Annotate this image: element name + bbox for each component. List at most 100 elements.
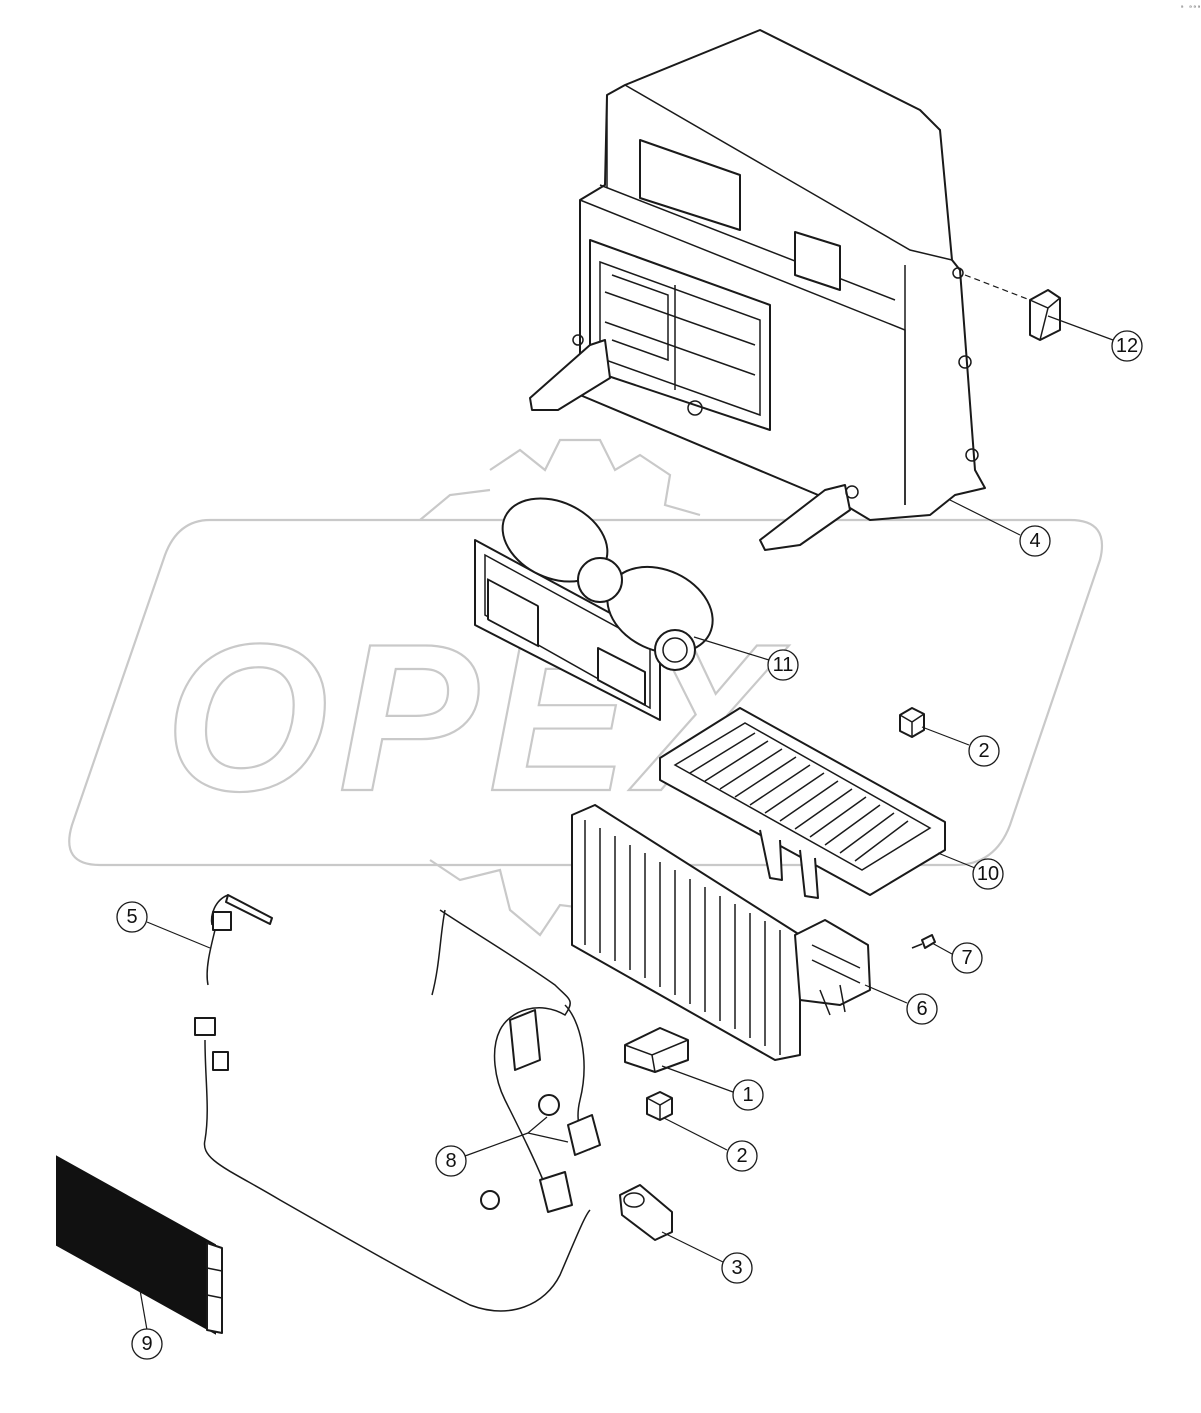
housing-fastener: [845, 485, 859, 499]
thermostat-body: [624, 1027, 689, 1073]
temp-sensor-probe: [225, 894, 273, 925]
leader-2-lower: [663, 1117, 728, 1151]
callout-8: 8: [435, 1145, 467, 1177]
blower-motor: [577, 557, 623, 603]
callout-5: 5: [116, 901, 148, 933]
callout-circle: [1111, 330, 1143, 362]
evaporator-body: [571, 804, 801, 1061]
blower-fan-hub: [662, 637, 688, 663]
filter-panel-face: [56, 1155, 216, 1335]
callout-number: 12: [1116, 335, 1138, 357]
leader-9: [139, 1289, 148, 1331]
leader-11: [693, 636, 770, 661]
callout-circle: [721, 1252, 753, 1284]
part-housing: [529, 29, 986, 551]
callout-number: 2: [978, 740, 989, 762]
part-blower: [474, 497, 714, 721]
sensor-module-face: [1029, 297, 1061, 341]
callout-circle: [726, 1140, 758, 1172]
evaporator-tubes: [811, 944, 861, 1016]
callout-number: 9: [141, 1333, 152, 1355]
relay-lower-edge: [646, 1097, 673, 1120]
callout-circle: [972, 858, 1004, 890]
callout-circle: [435, 1145, 467, 1177]
leader-10: [937, 852, 976, 869]
housing-grille-bars: [599, 260, 761, 417]
callout-10: 10: [972, 858, 1004, 890]
sensor-module-dashline: [964, 274, 1031, 301]
callout-number: 5: [126, 906, 137, 928]
callout-leaders: [139, 315, 1114, 1331]
blower-fan-wheel: [654, 629, 696, 671]
callout-11: 11: [767, 649, 799, 681]
housing-upper-vent-right: [794, 231, 841, 291]
heater-core-frame: [659, 707, 946, 896]
callout-circle: [906, 993, 938, 1025]
leader-2-upper: [921, 726, 970, 746]
callout-7: 7: [951, 942, 983, 974]
blower-plate-inner: [484, 553, 651, 710]
part-temp-sensor: [206, 894, 273, 986]
filter-panel-end-divs: [206, 1267, 223, 1299]
callout-circle: [116, 901, 148, 933]
callout-circle: [968, 735, 1000, 767]
part-wiring-harness: [194, 909, 601, 1312]
filter-panel-end: [206, 1242, 223, 1334]
housing-upper-vent-left: [639, 139, 741, 231]
housing-fastener: [952, 267, 964, 279]
part-probe: [911, 934, 936, 949]
housing-fastener: [572, 334, 584, 346]
expansion-valve-port: [623, 1192, 645, 1208]
probe-body: [921, 934, 936, 949]
temp-sensor-connector: [212, 911, 232, 931]
probe-lead: [911, 943, 923, 949]
callout-number: 4: [1029, 530, 1040, 552]
part-expansion-valve: [619, 1184, 673, 1241]
callout-number: 7: [961, 947, 972, 969]
leader-8: [464, 1116, 569, 1157]
thermostat-edge: [624, 1039, 689, 1073]
temp-sensor-lead: [206, 894, 229, 986]
housing-fastener: [965, 448, 979, 462]
callout-number: 1: [742, 1084, 753, 1106]
harness-connector-side: [212, 1051, 229, 1071]
blower-outlet-right: [597, 647, 646, 706]
corner-mark: ᵃ ᵃᵃᵃ: [1180, 4, 1201, 12]
housing-fastener: [958, 355, 972, 369]
harness-relay-cluster: [509, 1009, 541, 1071]
harness-connector-block: [567, 1114, 601, 1156]
housing-fastener: [687, 400, 703, 416]
harness-grommet: [538, 1094, 560, 1116]
callout-circle: [732, 1079, 764, 1111]
callout-1: 1: [732, 1079, 764, 1111]
callout-circle: [767, 649, 799, 681]
harness-connector-top: [194, 1017, 216, 1036]
callout-4: 4: [1019, 525, 1051, 557]
callout-6: 6: [906, 993, 938, 1025]
heater-core-pipes: [759, 829, 819, 899]
callout-2-lower: 2: [726, 1140, 758, 1172]
sensor-module-body: [1029, 289, 1061, 341]
relay-upper-edge: [899, 713, 925, 737]
part-thermostat: [624, 1027, 689, 1073]
callout-number: 2: [736, 1145, 747, 1167]
part-filter-panel: [56, 1155, 223, 1335]
watermark-badge: [68, 518, 1104, 867]
callout-9: 9: [131, 1328, 163, 1360]
housing-bracket-left: [529, 339, 611, 411]
leader-4: [949, 499, 1021, 536]
part-evaporator: [571, 804, 871, 1061]
callout-number: 3: [731, 1257, 742, 1279]
callout-number: 8: [445, 1150, 456, 1172]
callout-circle: [951, 942, 983, 974]
heater-core-fins: [673, 722, 932, 871]
callout-number: 6: [916, 998, 927, 1020]
housing-grille-frame: [589, 239, 771, 431]
part-heater-core: [659, 707, 946, 899]
expansion-valve-body: [619, 1184, 673, 1241]
callout-12: 12: [1111, 330, 1143, 362]
callout-circle: [131, 1328, 163, 1360]
harness-main-cable: [203, 909, 591, 1312]
leader-5: [146, 921, 211, 949]
